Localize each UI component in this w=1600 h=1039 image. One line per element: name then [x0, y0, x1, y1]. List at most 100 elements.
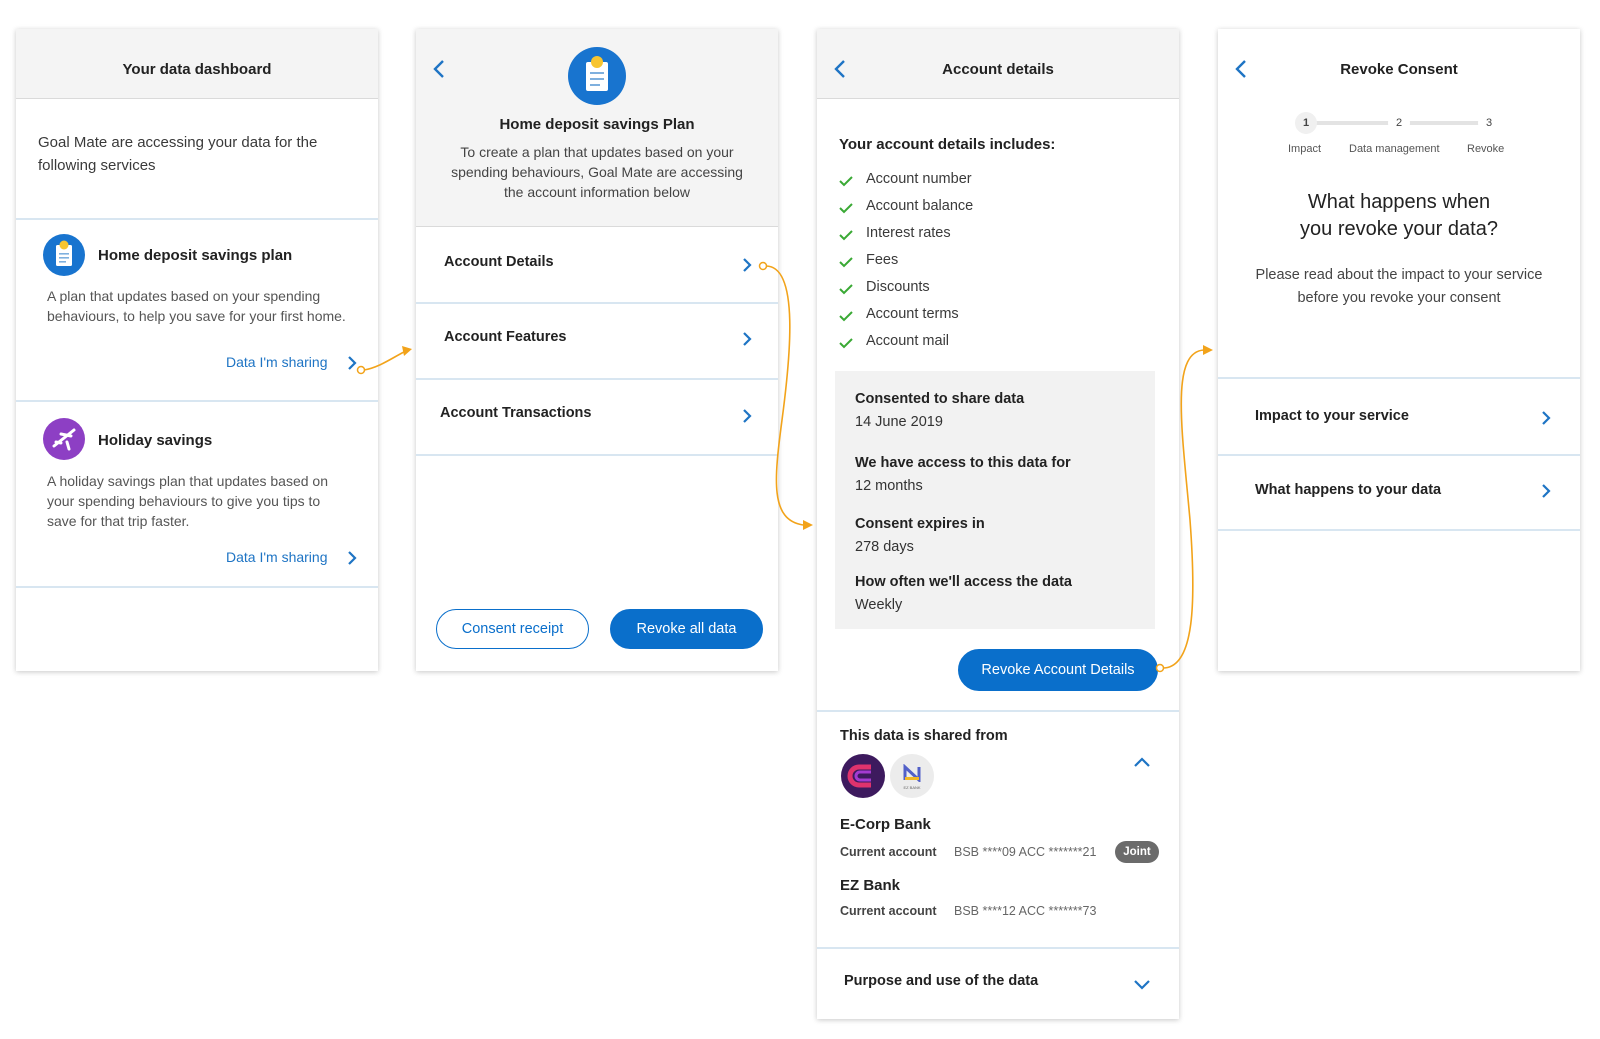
- ez-bank-logo-text: EZ BANK: [903, 785, 921, 790]
- stepper: 1 2 3 Impact Data management Revoke: [1218, 109, 1580, 189]
- consent-value: 12 months: [855, 478, 923, 494]
- intro-text: Goal Mate are accessing your data for th…: [38, 134, 318, 174]
- header: Account details: [817, 29, 1179, 99]
- check-icon: [839, 176, 853, 187]
- row-impact-to-service[interactable]: Impact to your service: [1218, 381, 1580, 454]
- service-title: Home deposit savings plan: [98, 247, 293, 264]
- flow-arrowhead: [1203, 345, 1213, 355]
- revoke-all-button[interactable]: Revoke all data: [610, 609, 763, 649]
- chevron-right-icon: [348, 356, 357, 370]
- step-label: Impact: [1288, 143, 1322, 155]
- shared-from-section: This data is shared from EZ BANK E-Corp …: [817, 712, 1179, 978]
- shared-from-heading: This data is shared from: [840, 728, 1008, 744]
- data-sharing-link-label: Data I'm sharing: [226, 354, 328, 370]
- chevron-right-icon: [743, 409, 752, 423]
- bank-name: E-Corp Bank: [840, 816, 931, 833]
- back-icon[interactable]: [833, 59, 847, 79]
- plan-title: Home deposit savings Plan: [499, 116, 695, 133]
- revoke-account-details-button[interactable]: Revoke Account Details: [958, 649, 1158, 691]
- consent-receipt-button[interactable]: Consent receipt: [436, 609, 589, 649]
- consent-value: 14 June 2019: [855, 414, 943, 430]
- purpose-heading: Purpose and use of the data: [844, 973, 1039, 989]
- account-number: BSB ****12 ACC *******73: [954, 904, 1097, 918]
- data-sharing-link[interactable]: Data I'm sharing: [226, 546, 366, 570]
- header: Revoke Consent 1 2 3 Impact Data managem…: [1218, 29, 1580, 379]
- consent-label: Consented to share data: [855, 391, 1025, 407]
- savings-plan-icon: [43, 234, 85, 276]
- chevron-right-icon: [348, 551, 357, 565]
- page-title: Your data dashboard: [122, 61, 272, 78]
- check-item-label: Account number: [866, 171, 972, 187]
- row-label: What happens to your data: [1255, 482, 1442, 498]
- divider: [1218, 454, 1580, 456]
- check-icon: [839, 311, 853, 322]
- step-label: Data management: [1349, 143, 1440, 155]
- check-item-label: Interest rates: [866, 225, 951, 241]
- check-item-label: Account mail: [866, 333, 950, 349]
- row-what-happens-to-data[interactable]: What happens to your data: [1218, 456, 1580, 529]
- screen-data-dashboard: Your data dashboard Goal Mate are access…: [16, 29, 378, 671]
- service-card: Holiday savings A holiday savings plan t…: [16, 402, 378, 577]
- divider: [16, 586, 378, 588]
- account-number: BSB ****09 ACC *******21: [954, 845, 1097, 859]
- check-item-label: Account balance: [866, 198, 974, 214]
- flow-arrowhead: [402, 346, 412, 356]
- chevron-right-icon: [743, 258, 752, 272]
- check-icon: [839, 230, 853, 241]
- service-card: Home deposit savings plan A plan that up…: [16, 220, 378, 390]
- chevron-right-icon: [1542, 411, 1551, 425]
- data-sharing-link[interactable]: Data I'm sharing: [226, 351, 366, 375]
- divider: [16, 218, 378, 220]
- purpose-accordion[interactable]: Purpose and use of the data: [817, 949, 1179, 1019]
- service-title: Holiday savings: [98, 432, 213, 449]
- screen-savings-plan: Home deposit savings Plan To create a pl…: [416, 29, 778, 671]
- divider: [416, 378, 778, 380]
- consent-label: Consent expires in: [855, 516, 985, 532]
- check-item-label: Fees: [866, 252, 899, 268]
- consent-value: 278 days: [855, 539, 914, 555]
- airplane-icon: [43, 418, 85, 460]
- bank-name: EZ Bank: [840, 877, 901, 894]
- screen-revoke-consent: Revoke Consent 1 2 3 Impact Data managem…: [1218, 29, 1580, 671]
- page-title: Revoke Consent: [1340, 61, 1458, 78]
- row-account-features[interactable]: Account Features: [416, 304, 778, 378]
- check-item-label: Account terms: [866, 306, 959, 322]
- step-dot: 2: [1388, 112, 1410, 134]
- ecorp-bank-logo-icon: [841, 754, 885, 798]
- row-label: Account Features: [444, 329, 567, 345]
- service-description: A holiday savings plan that updates base…: [47, 473, 328, 529]
- divider: [1218, 529, 1580, 531]
- row-label: Impact to your service: [1255, 408, 1409, 424]
- plan-description: To create a plan that updates based on y…: [451, 144, 743, 200]
- consent-label: We have access to this data for: [855, 455, 1071, 471]
- back-icon[interactable]: [1234, 59, 1248, 79]
- consent-summary: Consented to share data 14 June 2019 We …: [835, 371, 1155, 629]
- includes-heading: Your account details includes:: [839, 136, 1056, 153]
- check-icon: [839, 203, 853, 214]
- revoke-heading-line1: What happens when: [1307, 191, 1491, 213]
- row-account-transactions[interactable]: Account Transactions: [416, 380, 778, 454]
- data-sharing-link-label: Data I'm sharing: [226, 549, 328, 565]
- divider: [416, 302, 778, 304]
- account-type: Current account: [840, 845, 937, 859]
- check-icon: [839, 257, 853, 268]
- header: Your data dashboard: [16, 29, 378, 99]
- page-title: Account details: [942, 61, 1054, 78]
- step-dot: 3: [1478, 112, 1500, 134]
- chevron-right-icon: [743, 332, 752, 346]
- divider: [817, 947, 1179, 949]
- divider: [16, 400, 378, 402]
- row-label: Account Transactions: [440, 405, 592, 421]
- ez-bank-logo: EZ BANK: [890, 754, 934, 798]
- check-icon: [839, 284, 853, 295]
- savings-plan-icon: [568, 47, 626, 105]
- row-account-details[interactable]: Account Details: [416, 227, 778, 302]
- chevron-up-icon[interactable]: [1133, 756, 1151, 768]
- revoke-heading-line2: you revoke your data?: [1300, 218, 1498, 240]
- joint-badge: Joint: [1115, 841, 1159, 863]
- screen-account-details: Account details Your account details inc…: [817, 29, 1179, 1019]
- check-item-label: Discounts: [866, 279, 930, 295]
- back-icon[interactable]: [432, 59, 446, 79]
- divider: [817, 710, 1179, 712]
- consent-label: How often we'll access the data: [855, 574, 1072, 590]
